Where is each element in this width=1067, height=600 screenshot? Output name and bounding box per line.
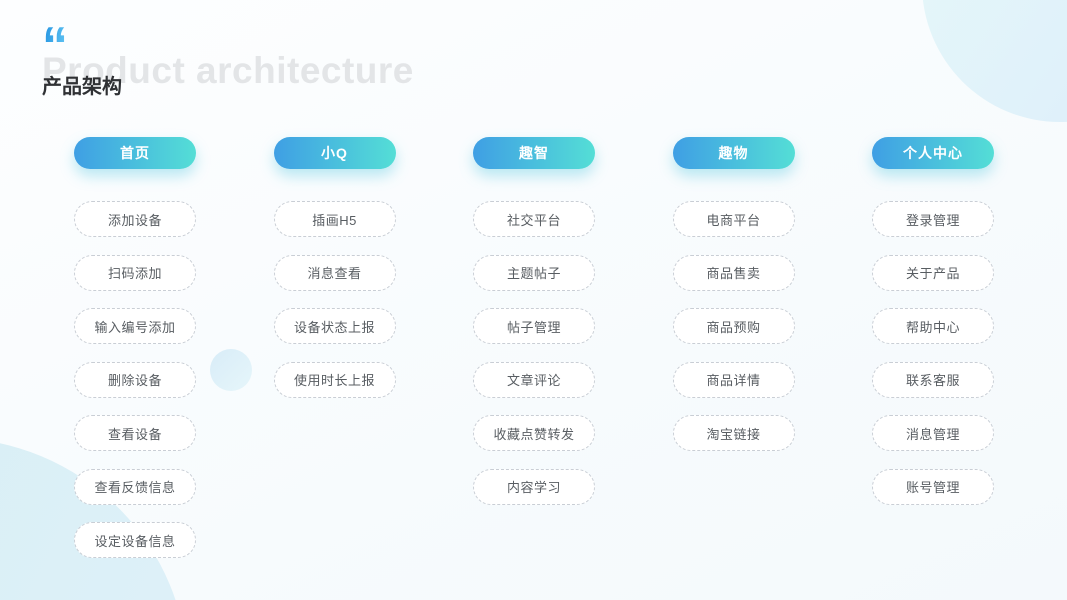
architecture-item[interactable]: 输入编号添加 xyxy=(74,308,196,344)
architecture-item-label: 扫码添加 xyxy=(107,266,162,281)
architecture-item[interactable]: 收藏点赞转发 xyxy=(473,415,595,451)
architecture-item[interactable]: 消息查看 xyxy=(273,254,396,291)
architecture-item[interactable]: 主题帖子 xyxy=(473,254,595,291)
architecture-item-label: 设定设备信息 xyxy=(94,533,176,549)
architecture-item[interactable]: 使用时长上报 xyxy=(273,361,396,398)
architecture-column-5: 个人中心 登录管理 关于产品 帮助中心 联系客服 消息管理 账号管理 xyxy=(872,137,994,558)
architecture-item-label: 插画H5 xyxy=(312,212,357,228)
architecture-item-label: 商品详情 xyxy=(706,373,761,388)
architecture-item[interactable]: 联系客服 xyxy=(872,361,994,398)
architecture-item-label: 输入编号添加 xyxy=(94,319,176,335)
architecture-item[interactable]: 商品售卖 xyxy=(672,254,795,291)
architecture-columns: 首页 添加设备 扫码添加 输入编号添加 删除设备 查看设备 查看反馈信息 设定设… xyxy=(74,137,994,558)
architecture-item-label: 关于产品 xyxy=(905,266,960,281)
architecture-item-label: 添加设备 xyxy=(107,212,162,228)
architecture-item-label: 商品预购 xyxy=(706,319,761,335)
architecture-item-label: 账号管理 xyxy=(905,480,960,495)
column-header-label: 趣物 xyxy=(718,145,749,161)
architecture-item[interactable]: 设定设备信息 xyxy=(74,522,196,558)
architecture-item-label: 帖子管理 xyxy=(506,319,561,335)
column-header-pill[interactable]: 趣智 xyxy=(473,137,595,169)
column-header-label: 趣智 xyxy=(519,145,549,161)
decorative-circle-top-right xyxy=(922,0,1067,122)
architecture-item[interactable]: 内容学习 xyxy=(473,468,595,505)
column-header-pill[interactable]: 小Q xyxy=(273,137,396,169)
quote-icon: “ xyxy=(42,17,68,75)
architecture-item[interactable]: 插画H5 xyxy=(273,201,396,237)
architecture-item-label: 社交平台 xyxy=(506,212,561,228)
architecture-item[interactable]: 消息管理 xyxy=(872,415,994,451)
architecture-item[interactable]: 设备状态上报 xyxy=(273,308,396,344)
column-header-label: 首页 xyxy=(120,145,150,161)
architecture-item-label: 淘宝链接 xyxy=(706,426,761,442)
architecture-item-label: 收藏点赞转发 xyxy=(493,426,575,442)
architecture-item-label: 内容学习 xyxy=(506,480,561,495)
architecture-item-label: 设备状态上报 xyxy=(293,319,375,335)
column-items: 电商平台 商品售卖 商品预购 商品详情 淘宝链接 xyxy=(672,201,795,451)
architecture-item-label: 消息管理 xyxy=(905,426,960,442)
architecture-item[interactable]: 删除设备 xyxy=(74,361,196,398)
architecture-column-3: 趣智 社交平台 主题帖子 帖子管理 文章评论 收藏点赞转发 内容学习 xyxy=(473,137,595,558)
architecture-item[interactable]: 帖子管理 xyxy=(473,308,595,344)
architecture-item[interactable]: 关于产品 xyxy=(872,254,994,291)
architecture-item[interactable]: 查看反馈信息 xyxy=(74,468,196,505)
architecture-item-label: 登录管理 xyxy=(905,212,960,228)
architecture-item-label: 消息查看 xyxy=(307,266,362,281)
column-header-pill[interactable]: 趣物 xyxy=(672,137,795,169)
architecture-item[interactable]: 查看设备 xyxy=(74,415,196,451)
architecture-item[interactable]: 扫码添加 xyxy=(74,254,196,291)
architecture-column-2: 小Q 插画H5 消息查看 设备状态上报 使用时长上报 xyxy=(273,137,396,558)
architecture-item-label: 主题帖子 xyxy=(506,266,561,281)
architecture-item-label: 联系客服 xyxy=(905,373,960,388)
architecture-item[interactable]: 商品预购 xyxy=(672,308,795,344)
architecture-item[interactable]: 账号管理 xyxy=(872,468,994,505)
architecture-column-1: 首页 添加设备 扫码添加 输入编号添加 删除设备 查看设备 查看反馈信息 设定设… xyxy=(74,137,196,558)
column-header-pill[interactable]: 首页 xyxy=(74,137,196,169)
architecture-item-label: 使用时长上报 xyxy=(293,373,375,388)
architecture-item-label: 帮助中心 xyxy=(905,319,960,335)
column-header-label: 小Q xyxy=(321,145,348,161)
architecture-item-label: 电商平台 xyxy=(706,212,761,228)
column-items: 社交平台 主题帖子 帖子管理 文章评论 收藏点赞转发 内容学习 xyxy=(473,201,595,505)
architecture-item[interactable]: 添加设备 xyxy=(74,201,196,237)
column-header-pill[interactable]: 个人中心 xyxy=(872,137,994,169)
architecture-item-label: 文章评论 xyxy=(506,373,561,388)
title-english-watermark: Product architecture xyxy=(42,50,414,91)
architecture-item[interactable]: 帮助中心 xyxy=(872,308,994,344)
column-items: 添加设备 扫码添加 输入编号添加 删除设备 查看设备 查看反馈信息 设定设备信息 xyxy=(74,201,196,558)
architecture-item-label: 查看反馈信息 xyxy=(94,480,176,495)
architecture-item[interactable]: 商品详情 xyxy=(672,361,795,398)
page-title: 产品架构 xyxy=(42,76,122,98)
column-header-label: 个人中心 xyxy=(903,145,963,161)
column-items: 插画H5 消息查看 设备状态上报 使用时长上报 xyxy=(273,201,396,398)
decorative-circle-mid-left xyxy=(210,349,252,391)
architecture-item[interactable]: 淘宝链接 xyxy=(672,415,795,451)
slide-header: “ Product architecture 产品架构 xyxy=(42,20,562,134)
architecture-item-label: 查看设备 xyxy=(107,426,162,442)
architecture-item[interactable]: 文章评论 xyxy=(473,361,595,398)
column-items: 登录管理 关于产品 帮助中心 联系客服 消息管理 账号管理 xyxy=(872,201,994,505)
architecture-item[interactable]: 社交平台 xyxy=(473,201,595,237)
architecture-column-4: 趣物 电商平台 商品售卖 商品预购 商品详情 淘宝链接 xyxy=(672,137,795,558)
architecture-item[interactable]: 电商平台 xyxy=(672,201,795,237)
architecture-item-label: 删除设备 xyxy=(107,373,162,388)
architecture-item-label: 商品售卖 xyxy=(706,266,761,281)
architecture-item[interactable]: 登录管理 xyxy=(872,201,994,237)
